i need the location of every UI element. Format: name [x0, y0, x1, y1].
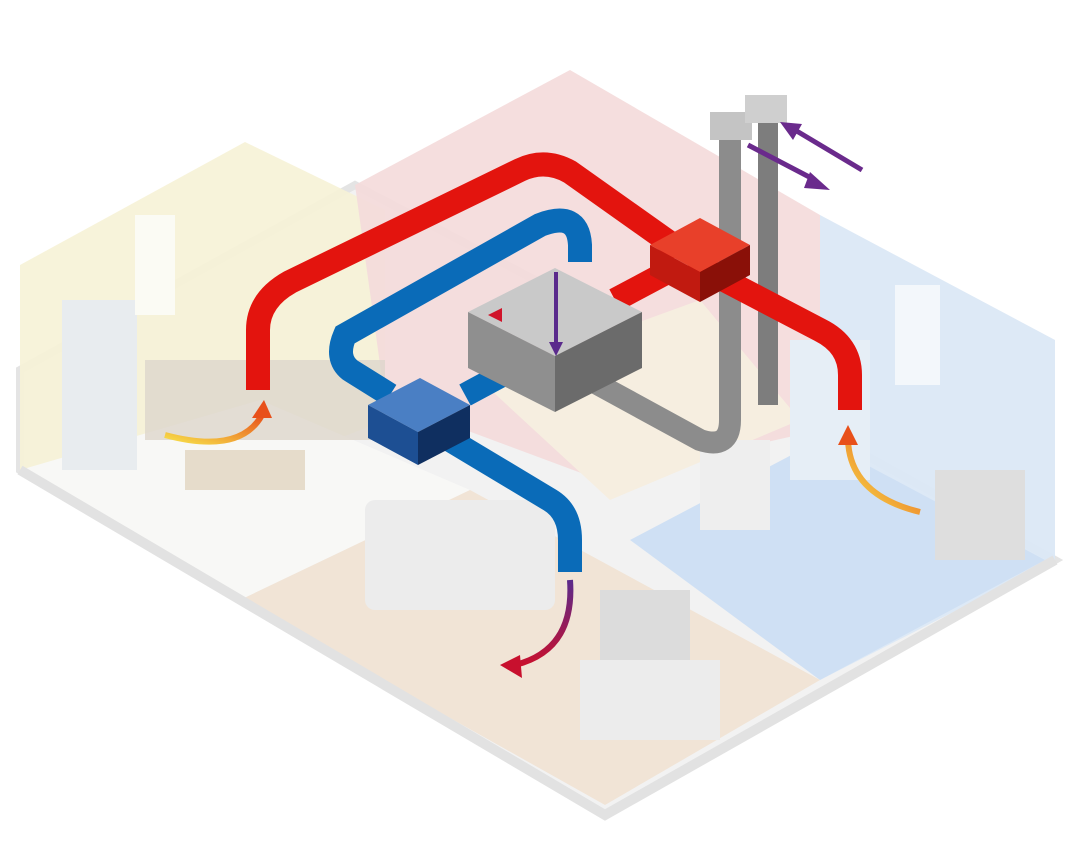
sofa — [365, 500, 555, 610]
tv — [600, 590, 690, 670]
exhaust-arrow-out — [746, 142, 817, 183]
heat-recovery-unit — [468, 268, 642, 412]
tv-stand — [580, 660, 720, 740]
washing-machine — [700, 440, 770, 530]
living-wall-edge — [17, 465, 1058, 821]
sink-cabinet — [935, 470, 1025, 560]
extract-duct-living — [443, 429, 582, 572]
extract-box — [368, 378, 470, 465]
roof-vent-2 — [745, 95, 787, 123]
extract-duct-kitchen — [329, 208, 592, 406]
dining-table — [185, 450, 305, 490]
supply-duct-kitchen — [246, 152, 687, 390]
fridge — [62, 300, 137, 470]
intake-arrow-in — [793, 127, 864, 173]
bathroom-window — [895, 285, 940, 385]
airflow-arrow-living — [514, 579, 574, 668]
kitchen-window — [135, 215, 175, 315]
airflow-arrows — [164, 122, 921, 678]
airflow-arrow-kitchen — [164, 413, 265, 445]
exhaust-duct — [584, 95, 787, 454]
floor-plan — [16, 70, 1064, 821]
supply-duct-bathroom — [684, 251, 862, 410]
airflow-arrow-bathroom — [845, 439, 921, 515]
exhaust-pipe-1 — [584, 130, 741, 454]
supply-box — [650, 218, 750, 302]
